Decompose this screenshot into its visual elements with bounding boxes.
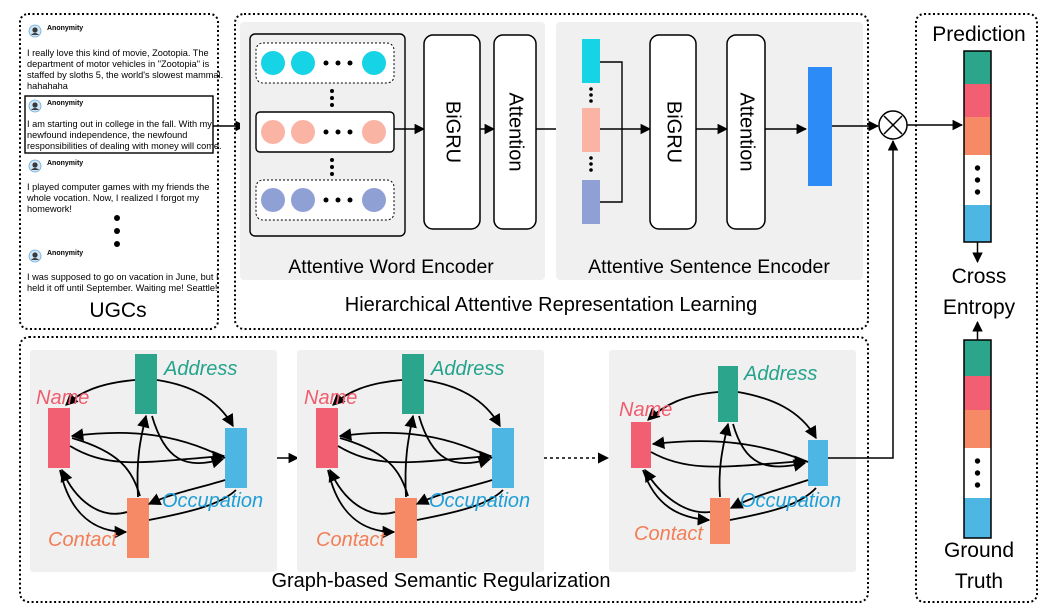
ugc-line: whole vocation. Now, I realized I forgot…: [26, 193, 199, 203]
gsr-title: Graph-based Semantic Regularization: [271, 570, 610, 592]
node-occupation-label: Occupation: [740, 490, 841, 512]
ugc-user: Anonymity: [47, 100, 83, 107]
ugc-line: I really love this kind of movie, Zootop…: [27, 48, 209, 58]
word-bigru-block: [423, 34, 481, 230]
ugc-line: responsibilities of dealing with money w…: [27, 141, 222, 151]
sentence-attention-label: Attention: [736, 93, 758, 172]
label-graph-n: Address Name Occupation Contact: [609, 350, 856, 572]
sentence-bigru-block: [649, 34, 697, 230]
ugc-line: I played computer games with my friends …: [27, 182, 209, 192]
sentence-bigru-label: BiGRU: [663, 101, 685, 163]
ground-truth-vector: [963, 339, 992, 539]
node-occupation-label: Occupation: [162, 490, 263, 512]
label-graph-1: Address Name Occupation Contact: [30, 350, 277, 572]
word-attention-label: Attention: [505, 93, 527, 172]
node-address-label: Address: [163, 358, 237, 380]
avatar-icon: [28, 99, 42, 113]
prediction-title: Prediction: [932, 23, 1025, 46]
vertical-ellipsis: [114, 215, 120, 247]
ugc-line: department of motor vehicles in "Zootopi…: [27, 59, 210, 69]
node-contact-label: Contact: [48, 529, 118, 551]
ground-truth-line2: Truth: [955, 570, 1003, 593]
ugc-line: held it off until September. Waiting me!…: [27, 283, 218, 293]
ugc-user: Anonymity: [47, 250, 83, 257]
output-panel: Prediction Cross Entropy Ground Truth: [915, 13, 1038, 603]
sentence-encoder-title: Attentive Sentence Encoder: [588, 256, 830, 278]
ugc-line: I am starting out in college in the fall…: [27, 119, 212, 129]
multiply-operator-icon: [878, 110, 908, 140]
node-name-label: Name: [304, 387, 357, 409]
ugc-post-1: Anonymity I really love this kind of mov…: [27, 24, 223, 91]
node-contact-label: Contact: [634, 523, 704, 545]
harl-title: Hierarchical Attentive Representation Le…: [345, 294, 757, 316]
ugcs-panel: Anonymity I really love this kind of mov…: [19, 13, 223, 330]
prediction-vector: [963, 50, 992, 243]
node-address-label: Address: [430, 358, 504, 380]
word-encoder-title: Attentive Word Encoder: [288, 256, 494, 278]
node-contact-label: Contact: [316, 529, 386, 551]
ugc-user: Anonymity: [47, 25, 83, 32]
node-address-label: Address: [743, 363, 817, 385]
graph-to-multiply-arrow: [828, 139, 899, 459]
loss-label-line1: Cross: [952, 265, 1007, 288]
word-bigru-label: BiGRU: [442, 101, 464, 163]
loss-label-line2: Entropy: [943, 296, 1016, 319]
node-name-label: Name: [36, 387, 89, 409]
word-attention-block: [493, 34, 537, 230]
ugcs-title: UGCs: [89, 299, 146, 322]
avatar-icon: [28, 249, 42, 263]
word-encoder: BiGRU Attention Attentive Word Encoder: [240, 22, 545, 280]
ugc-line: newfound independence, the newfound: [27, 130, 187, 140]
ugc-user: Anonymity: [47, 160, 83, 167]
node-name-label: Name: [619, 399, 672, 421]
ugc-line: hahahaha: [27, 81, 69, 91]
ugc-post-2-highlighted: Anonymity I am starting out in college i…: [24, 95, 222, 154]
sentence-encoder: BiGRU Attention Attentive Sentence Encod…: [556, 22, 863, 280]
harl-panel: BiGRU Attention Attentive Word Encoder B…: [234, 13, 869, 330]
node-occupation-label: Occupation: [429, 490, 530, 512]
avatar-icon: [28, 24, 42, 38]
ugc-line: I was supposed to go on vacation in June…: [27, 272, 219, 282]
sentence-attention-block: [726, 34, 766, 230]
ugc-line: homework!: [27, 204, 72, 214]
ugc-line: staffed by sloths 5, the world's slowest…: [27, 70, 223, 80]
avatar-icon: [28, 159, 42, 173]
ugc-post-3: Anonymity I played computer games with m…: [26, 159, 209, 214]
ugc-post-4: Anonymity I was supposed to go on vacati…: [27, 249, 219, 293]
gsr-panel: Address Name Occupation Contact: [19, 336, 869, 603]
label-graph-2: Address Name Occupation Contact: [297, 350, 544, 572]
ground-truth-line1: Ground: [944, 539, 1014, 562]
document-representation-block: [808, 67, 832, 186]
